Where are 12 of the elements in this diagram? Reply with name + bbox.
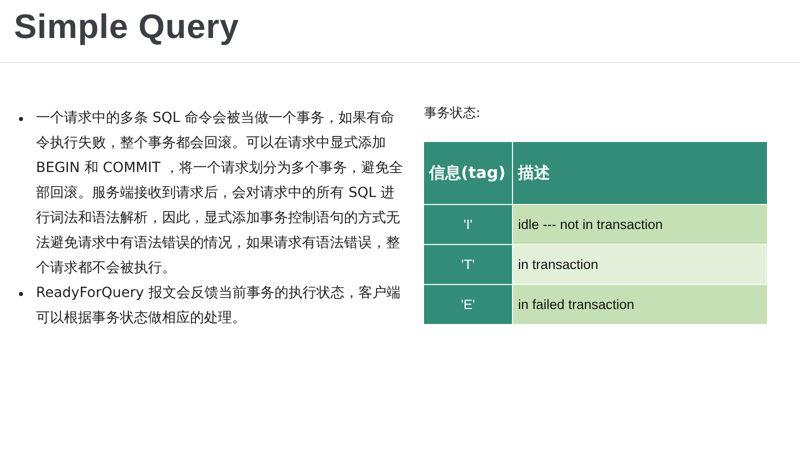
slide-title: Simple Query — [14, 8, 240, 47]
bullet-paragraph: ReadyForQuery 报文会反馈当前事务的执行状态，客户端可以根据事务状态做相应的处理。 — [36, 284, 402, 328]
table-caption: 事务状态: — [424, 105, 480, 122]
tag-cell: 'T' — [424, 244, 512, 284]
tag-cell: 'E' — [424, 284, 512, 324]
description-cell: in transaction — [512, 244, 768, 284]
description-cell: in failed transaction — [512, 284, 768, 324]
tag-cell: 'I' — [424, 204, 512, 244]
header-cell: 信息(tag) — [424, 142, 512, 204]
bullet-paragraph: 一个请求中的多条 SQL 命令会被当做一个事务，如果有命令执行失败，整个事务都会回滚。可以在请求中显式添加 BEGIN 和 COMMIT ，将一个请求划分为多个事务，避免全部回滚。服务端接收到请求后，会对请求中的所有 SQL 进行词法和语法解析，因此，显式添加事务控制语句的方式无法避免请求中有语法错误的情况，如果请求有语法错误，整个请求都不会被执行。 — [36, 109, 404, 278]
description-cell: idle --- not in transaction — [512, 204, 768, 244]
header-cell: 描述 — [512, 142, 768, 204]
